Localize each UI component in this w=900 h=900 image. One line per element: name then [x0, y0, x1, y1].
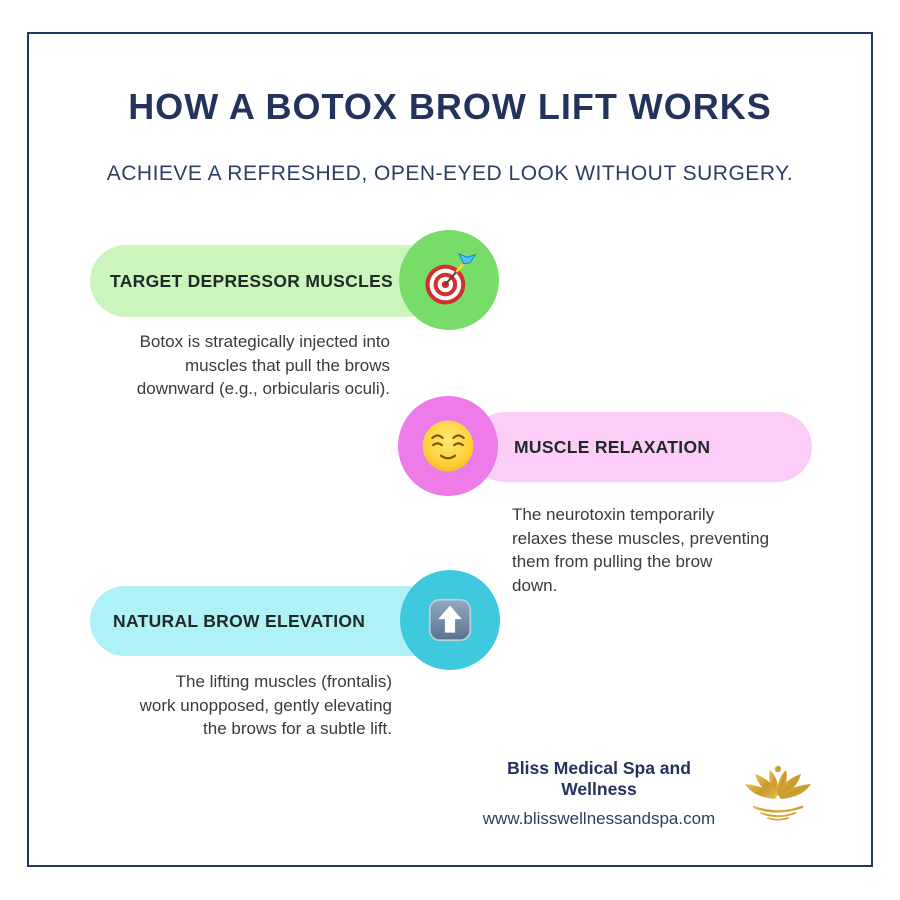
page-subtitle: ACHIEVE A REFRESHED, OPEN-EYED LOOK WITH… — [106, 162, 794, 185]
step-2-label: MUSCLE RELAXATION — [514, 436, 711, 457]
step-3-description: The lifting muscles (frontalis) work uno… — [139, 672, 392, 738]
page-title: HOW A BOTOX BROW LIFT WORKS — [128, 86, 772, 127]
website-url: www.blisswellnessandspa.com — [482, 809, 716, 828]
step-3-label: NATURAL BROW ELEVATION — [113, 610, 366, 631]
step-2-description: The neurotoxin temporarily relaxes these… — [512, 505, 770, 595]
target-dart-icon — [420, 251, 478, 309]
up-arrow-icon — [423, 593, 477, 647]
relieved-face-icon — [420, 418, 476, 474]
step-1-label: TARGET DEPRESSOR MUSCLES — [110, 270, 394, 291]
step-1-description: Botox is strategically injected into mus… — [136, 332, 390, 398]
footer-text: Bliss Medical Spa and Wellness www.bliss… — [468, 758, 730, 829]
brand-name: Bliss Medical Spa and Wellness — [507, 758, 691, 799]
step-2-pill: MUSCLE RELAXATION — [470, 412, 812, 482]
footer: Bliss Medical Spa and Wellness www.bliss… — [468, 758, 814, 829]
step-3-pill: NATURAL BROW ELEVATION — [90, 586, 455, 656]
step-3-badge — [400, 570, 500, 670]
lotus-logo-icon — [742, 759, 814, 829]
step-2-badge — [398, 396, 498, 496]
step-1-badge — [399, 230, 499, 330]
step-1-pill: TARGET DEPRESSOR MUSCLES — [90, 245, 442, 317]
